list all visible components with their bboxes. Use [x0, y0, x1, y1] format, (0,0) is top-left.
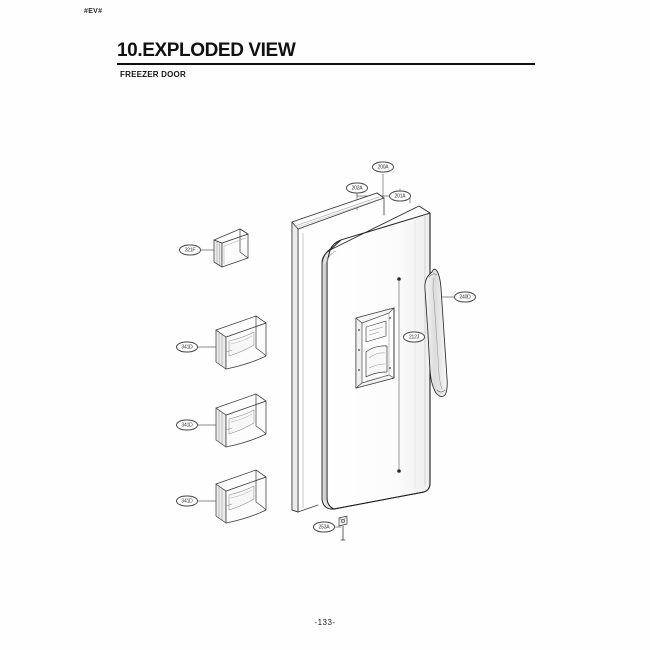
callout-door-handle[interactable]: 240D	[454, 291, 476, 303]
document-marker: #EV#	[84, 8, 103, 15]
callout-door-gasket-left[interactable]: 202A	[346, 182, 368, 194]
callout-hinge-bottom[interactable]: 253A	[313, 521, 335, 533]
section-subtitle: FREEZER DOOR	[120, 70, 186, 79]
door-basket-4	[215, 469, 267, 524]
hinge-pin	[338, 515, 348, 541]
freezer-door-panel	[321, 205, 431, 510]
page-number: -133-	[314, 618, 336, 627]
door-handle	[424, 268, 448, 398]
door-basket-1	[213, 228, 249, 268]
callout-dispenser-assembly[interactable]: 212J	[403, 331, 425, 343]
door-gasket-frame	[291, 192, 385, 513]
page-title: 10.EXPLODED VIEW	[117, 40, 296, 61]
callout-basket-top[interactable]: 321F	[179, 244, 201, 256]
callout-basket-second[interactable]: 341D	[176, 341, 198, 353]
callout-door-gasket-top[interactable]: 200A	[372, 161, 394, 173]
callout-basket-third[interactable]: 341D	[176, 419, 198, 431]
dispenser-recess	[355, 307, 395, 389]
title-underline	[117, 63, 535, 65]
handle-mount-points	[397, 277, 401, 473]
door-basket-3	[215, 393, 267, 448]
leader-lines	[197, 173, 455, 528]
callout-door-foam[interactable]: 201A	[389, 190, 411, 202]
title-block: 10.EXPLODED VIEW	[117, 40, 535, 62]
callout-basket-fourth[interactable]: 341D	[176, 495, 198, 507]
door-basket-2	[215, 315, 267, 370]
